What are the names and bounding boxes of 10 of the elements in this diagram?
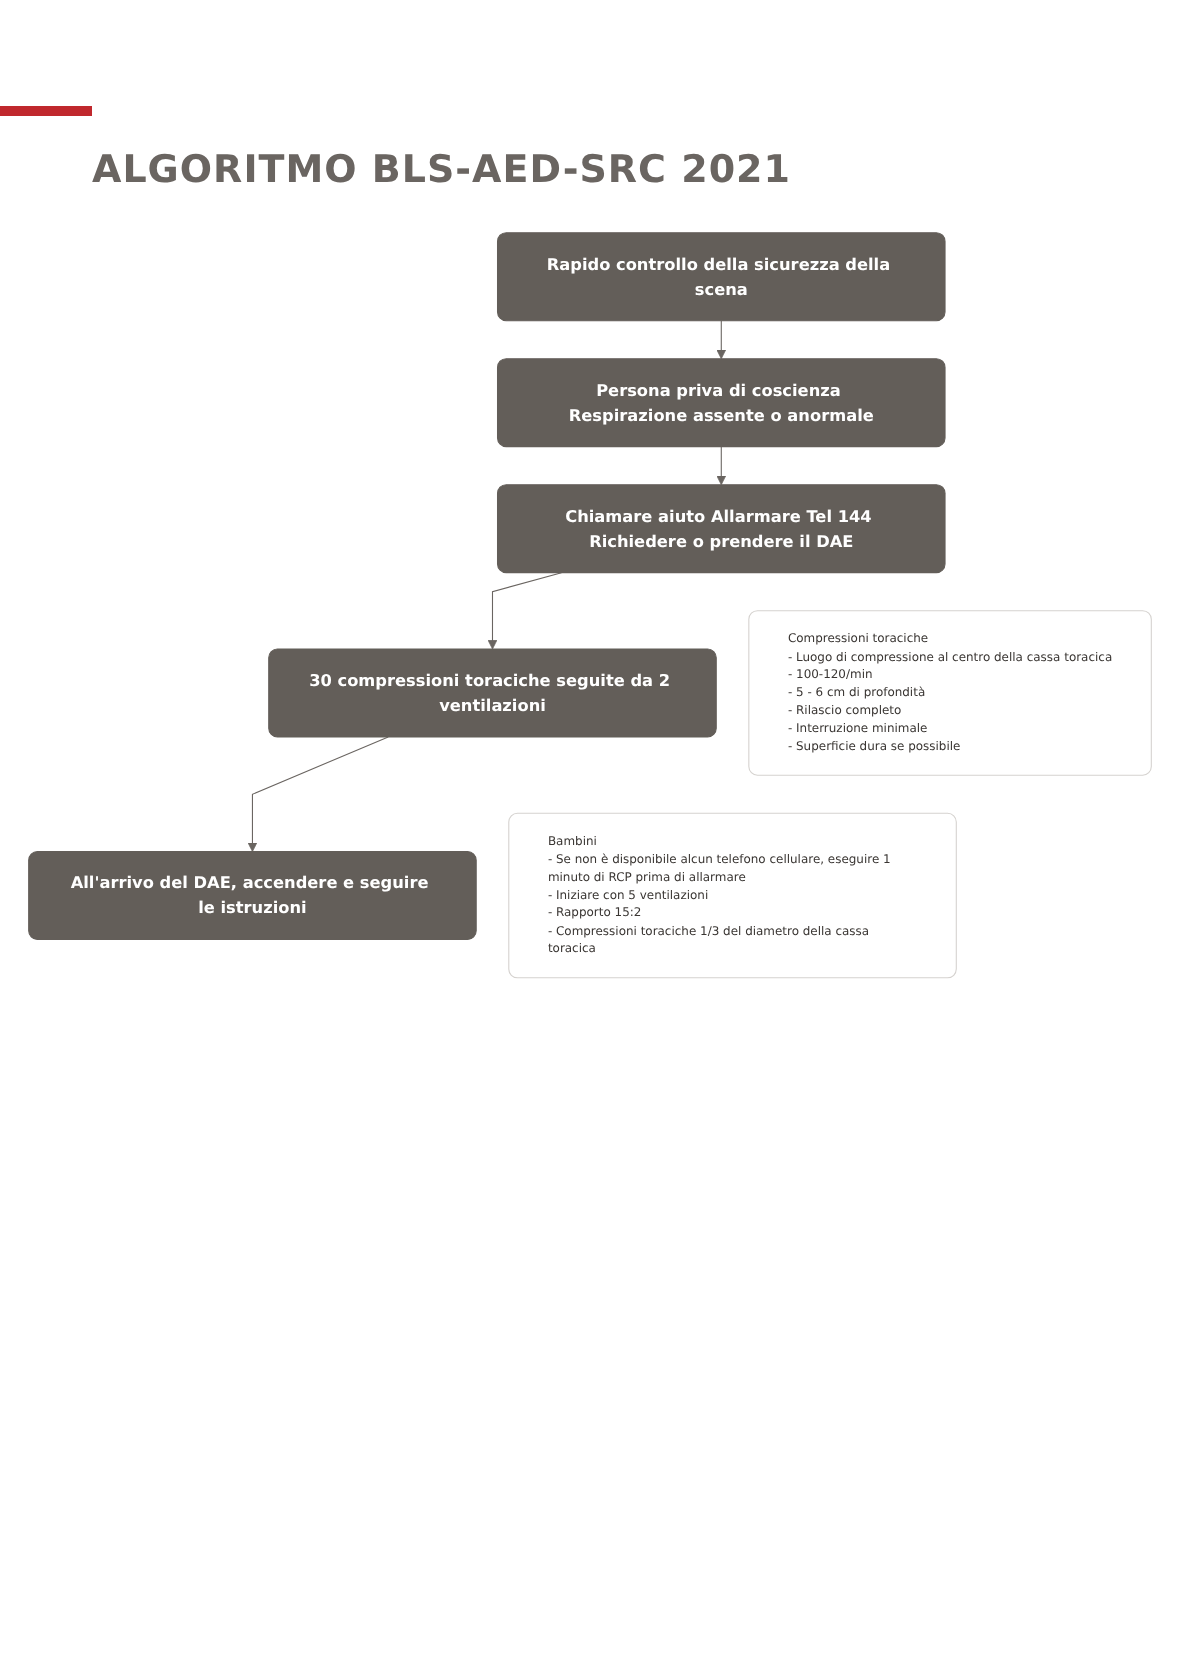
arrow xyxy=(247,736,389,852)
node-box: Rapido controllo della sicurezza della scena xyxy=(497,232,946,322)
node-box: All'arrivo del DAE, accendere e seguire le istruzioni xyxy=(28,851,477,941)
arrow xyxy=(487,572,563,650)
node-box: Chiamare aiuto Allarmare Tel 144 Richiedere o prendere il DAE xyxy=(497,484,946,574)
node-box: 30 compressioni toraciche seguite da 2 ventilazioni xyxy=(268,648,717,738)
node-box: Persona priva di coscienza Respirazione assente o anormale xyxy=(497,358,946,448)
arrow xyxy=(716,446,727,486)
title: ALGORITMO BLS-AED-SRC 2021 xyxy=(92,148,791,192)
arrow xyxy=(716,320,727,360)
